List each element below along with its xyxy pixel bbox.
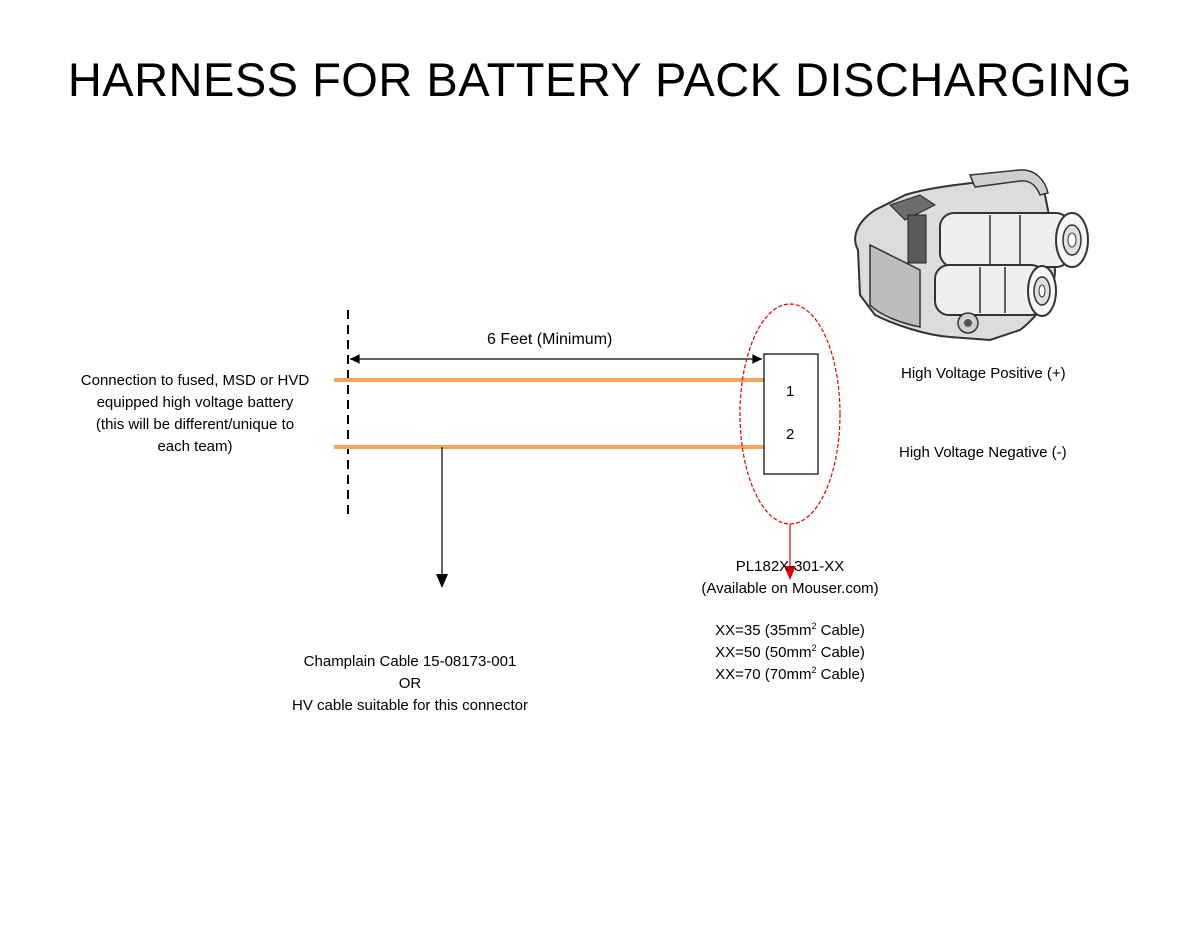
cable-or: OR: [398, 675, 422, 692]
cable-part-number: Champlain Cable 15-08173-001: [303, 653, 517, 670]
negative-label: High Voltage Negative (-): [899, 444, 1067, 461]
part-option: XX=35 (35mm2 Cable): [715, 621, 865, 640]
page-title: HARNESS FOR BATTERY PACK DISCHARGING: [67, 53, 1133, 106]
part-number-note: PL182X-301-XX (Available on Mouser.com) …: [680, 556, 900, 686]
part-number: PL182X-301-XX: [735, 558, 845, 575]
connector-pin-2: 2: [786, 426, 795, 443]
battery-connection-line-3: (this will be different/unique to: [95, 416, 295, 433]
connector-callout-arrowhead: [784, 566, 796, 580]
cable-callout-arrowhead: [436, 574, 448, 588]
positive-label: High Voltage Positive (+): [901, 365, 1066, 382]
battery-connection-line-4: each team): [157, 438, 233, 455]
part-availability: (Available on Mouser.com): [701, 580, 879, 597]
dimension-label: 6 Feet (Minimum): [487, 331, 613, 348]
part-option: XX=70 (70mm2 Cable): [715, 665, 865, 684]
battery-connection-note: Connection to fused, MSD or HVD equipped…: [60, 370, 330, 458]
cable-note: Champlain Cable 15-08173-001 OR HV cable…: [260, 651, 560, 717]
battery-connection-line-2: equipped high voltage battery: [96, 394, 294, 411]
connector-box: [763, 353, 819, 475]
cable-alternative: HV cable suitable for this connector: [292, 697, 528, 714]
connector-pin-1: 1: [786, 383, 795, 400]
hv-connector-photo: [854, 169, 1089, 342]
battery-connection-line-1: Connection to fused, MSD or HVD: [80, 372, 310, 389]
part-option: XX=50 (50mm2 Cable): [715, 643, 865, 662]
